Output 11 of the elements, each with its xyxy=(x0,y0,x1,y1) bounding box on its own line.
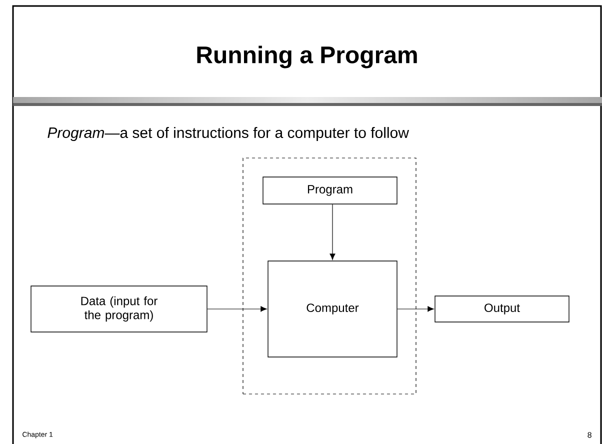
dashed-box xyxy=(242,158,416,394)
process-box: Computer xyxy=(268,260,398,358)
arrow xyxy=(397,306,434,312)
subtitle: Program—a set of instructions for a computer to follow xyxy=(48,127,410,141)
process-box: Data (input for the program) xyxy=(30,286,208,332)
process-box: Program xyxy=(262,176,398,204)
process-box: Output xyxy=(434,296,570,322)
arrow xyxy=(330,204,336,260)
slide-title: Running a Program xyxy=(197,46,417,68)
page-number: 8 xyxy=(588,432,592,438)
arrow xyxy=(207,306,267,312)
